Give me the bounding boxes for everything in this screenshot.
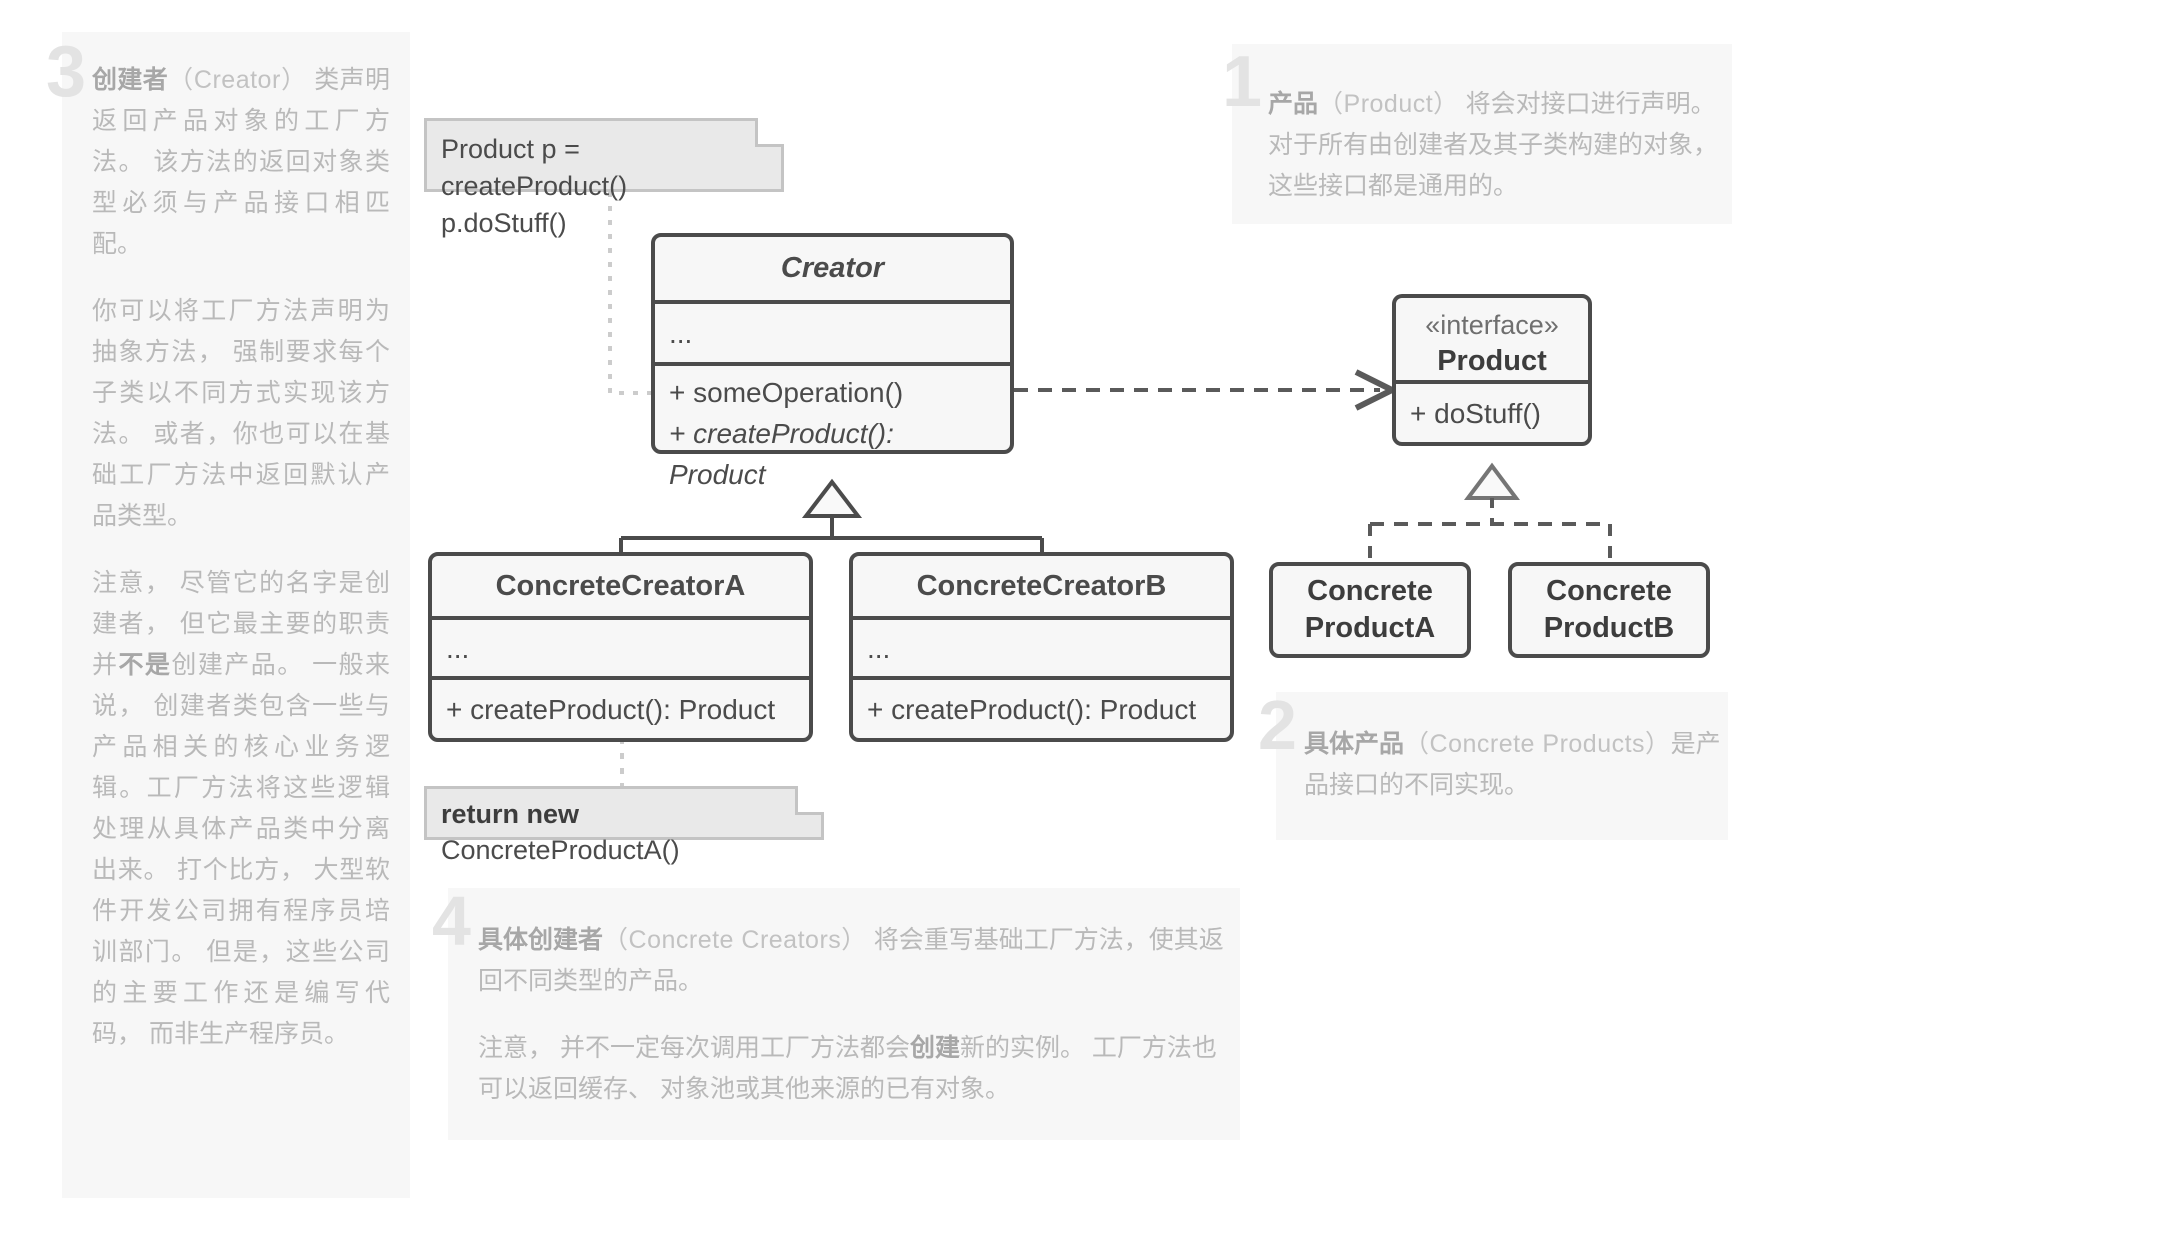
method-row-createproduct: + createProduct(): Product xyxy=(669,418,894,490)
annotation-3-bold: 不是 xyxy=(118,651,172,679)
method-row-dostuff: + doStuff() xyxy=(1410,397,1542,429)
attribute-row: ... xyxy=(867,632,891,664)
class-title-line-2: ProductA xyxy=(1304,612,1436,644)
method-row-createproduct: + createProduct(): Product xyxy=(446,693,776,725)
class-title-line-2: ProductB xyxy=(1543,612,1675,644)
class-box-product[interactable]: «interface» Product + doStuff() xyxy=(1392,294,1592,446)
annotation-panel-3 xyxy=(62,32,410,1198)
annotation-1-text: 将会对接口进行声明。 对于所有由创建者及其子类构建的对象，这些接口都是通用的。 xyxy=(1268,90,1719,200)
annotation-number-2: 2 xyxy=(1258,686,1297,764)
annotation-4-paragraph-1: 具体创建者（Concrete Creators） 将会重写基础工厂方法，使其返回… xyxy=(478,920,1240,1002)
annotation-body-1: 产品（Product） 将会对接口进行声明。 对于所有由创建者及其子类构建的对象… xyxy=(1268,84,1736,207)
annotation-body-3: 创建者（Creator） 类声明返回产品对象的工厂方法。 该方法的返回对象类型必… xyxy=(92,60,390,1055)
annotation-4-text-2a: 注意， 并不一定每次调用工厂方法都会 xyxy=(478,1034,910,1062)
annotation-number-1: 1 xyxy=(1222,42,1263,122)
annotation-1-paragraph: 产品（Product） 将会对接口进行声明。 对于所有由创建者及其子类构建的对象… xyxy=(1268,84,1736,207)
annotation-panel-4 xyxy=(448,888,1240,1140)
annotation-panel-1 xyxy=(1232,44,1732,224)
annotation-3-text-3b: 创建产品。 一般来说， 创建者类包含一些与产品相关的核心业务逻辑。工厂方法将这些… xyxy=(92,651,390,1048)
annotation-2-text: 是产品接口的不同实现。 xyxy=(1304,730,1721,799)
class-box-concrete-product-b[interactable]: Concrete ProductB xyxy=(1508,562,1710,658)
class-box-concrete-product-a[interactable]: Concrete ProductA xyxy=(1269,562,1471,658)
annotation-4-text-2b: 新的实例。 工厂方法也可以返回缓存、 对象池或其他来源的已有对象。 xyxy=(478,1034,1217,1103)
class-title-line-1: Concrete xyxy=(1307,575,1433,607)
class-methods-creator: + someOperation() + createProduct(): Pro… xyxy=(655,362,1010,490)
annotation-4-paragraph-2: 注意， 并不一定每次调用工厂方法都会创建新的实例。 工厂方法也可以返回缓存、 对… xyxy=(478,1028,1240,1110)
class-attributes-creator: ... xyxy=(655,300,1010,362)
code-note-return-rest: ConcreteProductA() xyxy=(441,835,680,865)
annotation-4-bold: 创建 xyxy=(909,1034,960,1062)
method-row-someoperation: + someOperation() xyxy=(669,377,904,408)
annotation-panel-2 xyxy=(1276,692,1728,840)
annotation-body-4: 具体创建者（Concrete Creators） 将会重写基础工厂方法，使其返回… xyxy=(478,920,1240,1110)
note-fold-corner-icon xyxy=(755,118,784,147)
class-box-concrete-creator-a[interactable]: ConcreteCreatorA ... + createProduct(): … xyxy=(428,552,813,742)
annotation-body-2: 具体产品（Concrete Products）是产品接口的不同实现。 xyxy=(1304,724,1724,806)
annotation-1-term-zh: 产品 xyxy=(1268,90,1319,118)
code-note-creator: Product p = createProduct() p.doStuff() xyxy=(424,118,784,238)
dependency-arrowhead xyxy=(1354,369,1399,411)
annotation-3-text-1: 类声明返回产品对象的工厂方法。 该方法的返回对象类型必须与产品接口相匹配。 xyxy=(92,66,390,258)
code-note-line-1: Product p = createProduct() xyxy=(441,134,628,201)
annotation-3-paragraph-3: 注意， 尽管它的名字是创建者， 但它最主要的职责并不是创建产品。 一般来说， 创… xyxy=(92,563,390,1055)
annotation-2-paragraph: 具体产品（Concrete Products）是产品接口的不同实现。 xyxy=(1304,724,1724,806)
class-attributes-concrete-creator-a: ... xyxy=(432,616,809,676)
annotation-3-term-zh: 创建者 xyxy=(92,66,169,94)
annotation-number-4: 4 xyxy=(432,882,471,960)
class-methods-concrete-creator-a: + createProduct(): Product xyxy=(432,676,809,738)
class-title-concrete-creator-b: ConcreteCreatorB xyxy=(916,569,1167,602)
annotation-4-term-zh: 具体创建者 xyxy=(478,926,604,954)
code-note-return-keyword: return new xyxy=(441,799,580,829)
code-note-return-text: return new ConcreteProductA() xyxy=(427,789,821,875)
class-title-line-1: Concrete xyxy=(1546,575,1672,607)
annotation-3-term-en: （Creator） xyxy=(168,66,307,94)
class-box-creator[interactable]: Creator ... + someOperation() + createPr… xyxy=(651,233,1014,490)
realization-triangle-product xyxy=(1464,462,1520,500)
annotation-4-text-1: 将会重写基础工厂方法，使其返回不同类型的产品。 xyxy=(478,926,1224,995)
class-methods-concrete-creator-b: + createProduct(): Product xyxy=(853,676,1230,738)
class-title-creator: Creator xyxy=(780,252,885,284)
method-row-createproduct: + createProduct(): Product xyxy=(867,693,1197,725)
code-note-creator-text: Product p = createProduct() p.doStuff() xyxy=(427,121,781,252)
class-title-concrete-product-a: Concrete ProductA xyxy=(1305,573,1436,647)
annotation-4-term-en: （Concrete Creators） xyxy=(603,926,867,954)
class-title-concrete-product-b: Concrete ProductB xyxy=(1544,573,1675,647)
attribute-row: ... xyxy=(669,317,693,349)
annotation-3-text-3a: 注意， 尽管它的名字是创建者， 但它最主要的职责并 xyxy=(92,569,390,679)
class-title-concrete-creator-a: ConcreteCreatorA xyxy=(495,569,746,602)
class-methods-product: + doStuff() xyxy=(1396,380,1588,442)
class-header-product: «interface» Product xyxy=(1396,298,1588,380)
stereotype-interface: «interface» xyxy=(1425,310,1559,340)
note-fold-corner-icon xyxy=(795,786,824,815)
class-title-product: Product xyxy=(1437,345,1547,377)
annotation-3-paragraph-1: 创建者（Creator） 类声明返回产品对象的工厂方法。 该方法的返回对象类型必… xyxy=(92,60,390,265)
annotation-1-term-en: （Product） xyxy=(1318,90,1459,118)
annotation-2-term-en: （Concrete Products） xyxy=(1404,730,1671,758)
annotation-3-paragraph-2: 你可以将工厂方法声明为抽象方法， 强制要求每个子类以不同方式实现该方法。 或者，… xyxy=(92,297,390,530)
class-attributes-concrete-creator-b: ... xyxy=(853,616,1230,676)
attribute-row: ... xyxy=(446,632,470,664)
annotation-2-term-zh: 具体产品 xyxy=(1304,730,1405,758)
class-box-concrete-creator-b[interactable]: ConcreteCreatorB ... + createProduct(): … xyxy=(849,552,1234,742)
code-note-line-2: p.doStuff() xyxy=(441,208,567,238)
annotation-number-3: 3 xyxy=(46,32,87,112)
code-note-return: return new ConcreteProductA() xyxy=(424,786,824,865)
